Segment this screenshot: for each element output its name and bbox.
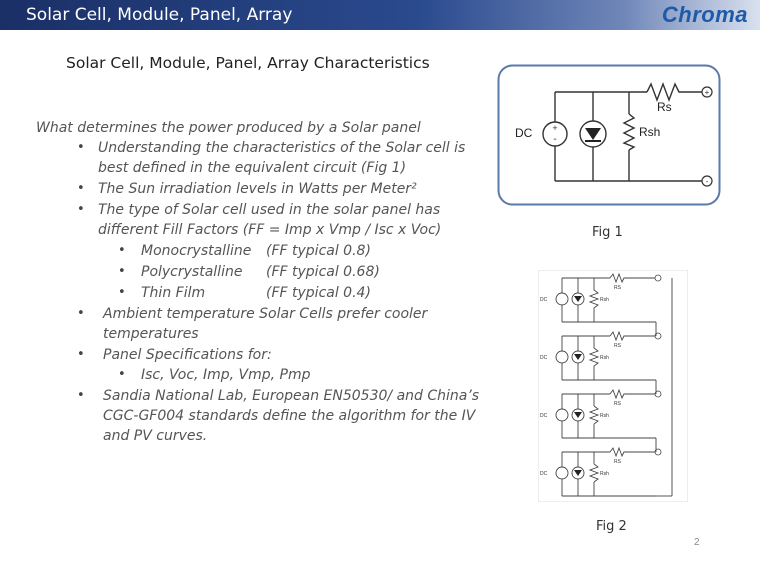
fig2-cell-string: DC Rsh RS DC Rsh RS DC Rsh RS DC bbox=[538, 270, 688, 502]
fig1-rs-label: Rs bbox=[657, 100, 672, 114]
cell-type-ff: (FF typical 0.4) bbox=[266, 285, 371, 301]
cell-unit: DC Rsh RS bbox=[540, 388, 662, 439]
svg-text:Rsh: Rsh bbox=[600, 413, 609, 419]
svg-text:DC: DC bbox=[540, 413, 548, 419]
cell-type-ff: (FF typical 0.8) bbox=[266, 243, 371, 259]
fig1-rsh-label: Rsh bbox=[639, 125, 660, 139]
bullet-text: best defined in the equivalent circuit (… bbox=[98, 160, 407, 176]
bullet-text: The type of Solar cell used in the solar… bbox=[98, 202, 441, 218]
bullet-text: CGC-GF004 standards define the algorithm… bbox=[103, 408, 476, 424]
fig1-dc-label: DC bbox=[515, 126, 533, 140]
svg-text:RS: RS bbox=[614, 459, 622, 465]
slide-header: Solar Cell, Module, Panel, Array Chroma bbox=[0, 0, 760, 30]
bullet-dot: • bbox=[77, 181, 85, 196]
cell-type-name: Polycrystalline bbox=[141, 264, 243, 280]
slide-title: Solar Cell, Module, Panel, Array Charact… bbox=[66, 54, 430, 72]
terminal-minus-icon bbox=[701, 175, 713, 187]
bullet-text: and PV curves. bbox=[103, 428, 208, 444]
svg-text:DC: DC bbox=[540, 297, 548, 303]
bullet-text: Understanding the characteristics of the… bbox=[98, 140, 466, 156]
bullet-dot: • bbox=[77, 347, 85, 362]
svg-text:Rsh: Rsh bbox=[600, 471, 609, 477]
fig2-frame bbox=[538, 270, 688, 502]
cell-unit: DC Rsh RS bbox=[540, 446, 662, 497]
fig1-equivalent-circuit: + - DC Rsh Rs + - bbox=[497, 64, 721, 206]
cell-type-name: Monocrystalline bbox=[141, 243, 252, 259]
fig1-frame bbox=[497, 64, 721, 206]
bullet-dot: • bbox=[77, 388, 85, 403]
svg-text:-: - bbox=[553, 134, 556, 145]
sub-bullet-dot: • bbox=[118, 285, 126, 300]
dc-source-icon bbox=[542, 121, 568, 147]
cell-type-name: Thin Film bbox=[141, 285, 206, 301]
svg-text:+: + bbox=[552, 123, 557, 133]
cell-type-ff: (FF typical 0.68) bbox=[266, 264, 380, 280]
fig1-caption: Fig 1 bbox=[592, 225, 623, 240]
intro-text: What determines the power produced by a … bbox=[36, 120, 421, 136]
bullet-text: Panel Specifications for: bbox=[103, 347, 272, 363]
cell-unit: DC Rsh RS bbox=[540, 272, 662, 323]
bullet-text: Sandia National Lab, European EN50530/ a… bbox=[103, 388, 480, 404]
cell-unit: DC Rsh RS bbox=[540, 330, 662, 381]
svg-text:RS: RS bbox=[614, 343, 622, 349]
bullet-text: Ambient temperature Solar Cells prefer c… bbox=[103, 306, 428, 322]
panel-specs-text: Isc, Voc, Imp, Vmp, Pmp bbox=[141, 367, 311, 383]
svg-text:DC: DC bbox=[540, 355, 548, 361]
bullet-text: different Fill Factors (FF = Imp x Vmp /… bbox=[98, 222, 442, 238]
svg-text:+: + bbox=[705, 88, 710, 97]
bullet-text: temperatures bbox=[103, 326, 199, 342]
svg-text:RS: RS bbox=[614, 285, 622, 291]
fig2-caption: Fig 2 bbox=[596, 519, 627, 534]
terminal-plus-icon bbox=[701, 86, 713, 98]
svg-text:DC: DC bbox=[540, 471, 548, 477]
bullet-text: The Sun irradiation levels in Watts per … bbox=[98, 181, 417, 197]
svg-text:Rsh: Rsh bbox=[600, 355, 609, 361]
header-title: Solar Cell, Module, Panel, Array bbox=[26, 5, 293, 25]
bullet-dot: • bbox=[77, 306, 85, 321]
bullet-dot: • bbox=[77, 140, 85, 155]
svg-text:-: - bbox=[706, 177, 709, 186]
svg-text:RS: RS bbox=[614, 401, 622, 407]
chroma-logo: Chroma bbox=[661, 2, 748, 27]
sub-bullet-dot: • bbox=[118, 243, 126, 258]
svg-text:Rsh: Rsh bbox=[600, 297, 609, 303]
page-number: 2 bbox=[694, 537, 700, 548]
bullet-dot: • bbox=[77, 202, 85, 217]
sub-bullet-dot: • bbox=[118, 264, 126, 279]
sub-bullet-dot: • bbox=[118, 367, 126, 382]
